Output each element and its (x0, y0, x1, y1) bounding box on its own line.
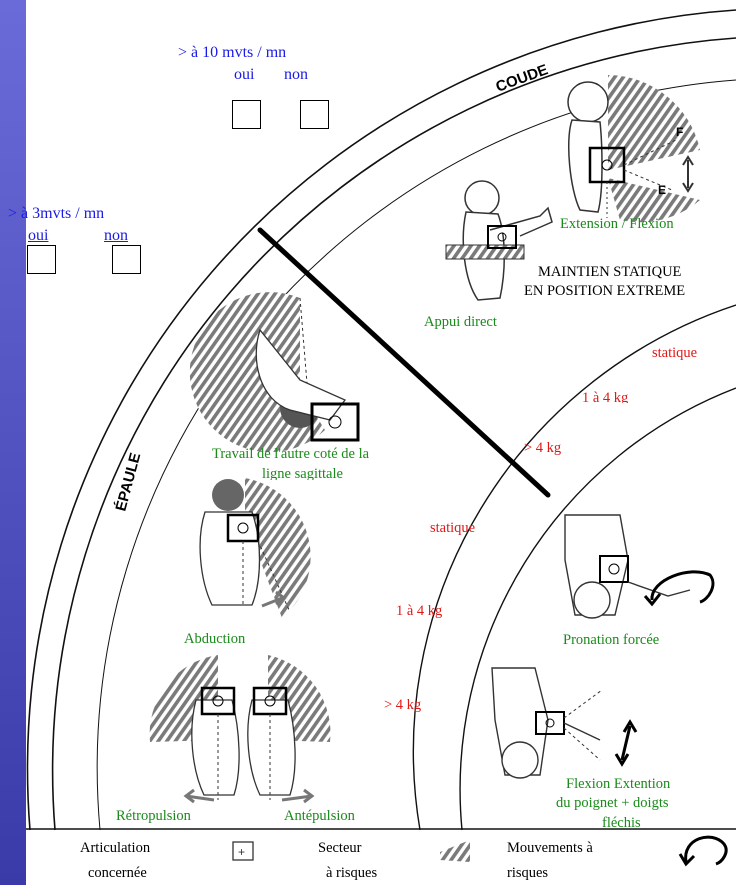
freq-high-label: > à 10 mvts / mn (178, 44, 286, 61)
freq-low-yes-checkbox[interactable] (27, 245, 56, 274)
f-mark: F (676, 125, 683, 139)
lower-kg-high-label: > 4 kg (384, 697, 421, 714)
freq-high-yes-label: oui (234, 66, 254, 83)
risky-movement-icon (680, 837, 726, 864)
legend-move-line1: Mouvements à (507, 840, 593, 857)
lower-kg-range-label: 1 à 4 kg (396, 603, 442, 620)
upper-kg-range-label: 1 à 4 kg (582, 390, 628, 403)
upper-static-label: statique (652, 345, 697, 362)
other-side-label-line1: Travail de l'autre coté de la (212, 446, 369, 463)
figure-wrist-flexion (492, 668, 636, 778)
figure-retro-ante (150, 655, 331, 802)
lower-static-label: statique (430, 520, 475, 537)
freq-low-label: > à 3mvts / mn (8, 205, 104, 222)
joint-icon: + (233, 842, 253, 860)
freq-high-no-checkbox[interactable] (300, 100, 329, 129)
legend-sector-line2: à risques (326, 865, 377, 882)
static-title-line1: MAINTIEN STATIQUE (538, 264, 681, 281)
freq-low-no-checkbox[interactable] (112, 245, 141, 274)
freq-low-no-label: non (104, 227, 128, 244)
figure-extension-flexion: F E (568, 75, 700, 222)
direct-support-label: Appui direct (424, 314, 497, 331)
legend-sector-line1: Secteur (318, 840, 361, 857)
label-coude: COUDE (494, 61, 551, 96)
legend-joint-line1: Articulation (80, 840, 150, 857)
figure-other-side (190, 292, 358, 452)
extension-flexion-label: Extension / Flexion (560, 216, 674, 233)
legend-move-line2: risques (507, 865, 548, 882)
label-epaule: ÉPAULE (112, 451, 144, 513)
freq-high-yes-checkbox[interactable] (232, 100, 261, 129)
svg-text:+: + (238, 845, 245, 859)
legend-joint-line2: concernée (88, 865, 147, 882)
pronation-label: Pronation forcée (563, 632, 659, 649)
figure-pronation (565, 515, 713, 618)
wrist-flexion-label-line1: Flexion Extention (566, 776, 670, 793)
wrist-flexion-label-line3: fléchis (602, 815, 641, 829)
freq-high-no-label: non (284, 66, 308, 83)
other-side-label-line2: ligne sagittale (262, 466, 343, 480)
freq-low-yes-label: oui (28, 227, 48, 244)
risk-sector-icon (440, 840, 470, 862)
wrist-flexion-label-line2: du poignet + doigts (556, 795, 669, 812)
antepulsion-label: Antépulsion (284, 808, 355, 825)
figure-abduction (200, 478, 311, 618)
static-title-line2: EN POSITION EXTREME (524, 283, 685, 300)
upper-kg-high-label: > 4 kg (524, 440, 561, 457)
retropulsion-label: Rétropulsion (116, 808, 191, 825)
e-mark: E (658, 183, 666, 197)
abduction-label: Abduction (184, 631, 245, 648)
